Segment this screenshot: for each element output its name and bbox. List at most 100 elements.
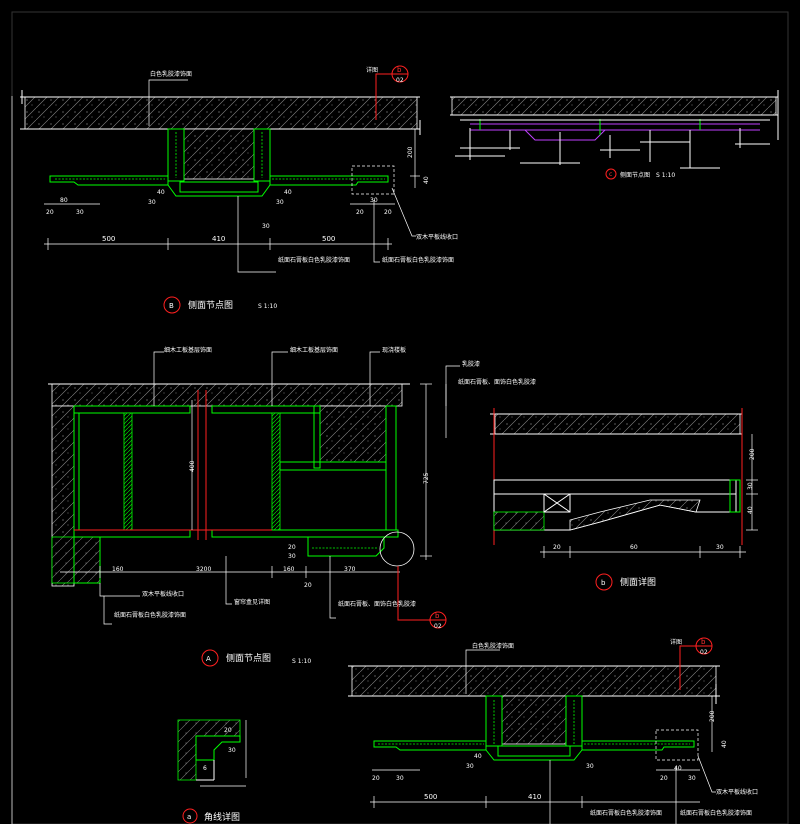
section-c-dim-s3: 30 xyxy=(466,763,474,770)
section-b-dim-s2: 80 xyxy=(60,197,68,204)
section-a-ref-sheet: 02 xyxy=(434,623,442,630)
section-b-ref-label: 详图 xyxy=(366,66,378,74)
section-c-callout-top: 白色乳胶漆饰面 xyxy=(472,642,514,650)
section-b-dim-s1: 20 xyxy=(46,209,54,216)
section-a-dim-3: 160 xyxy=(283,566,295,573)
section-a-dim-2: 3200 xyxy=(196,566,211,573)
section-c-ref-label: 详图 xyxy=(670,638,682,646)
section-a-dim-1: 160 xyxy=(112,566,124,573)
section-b-title: 侧面节点图 xyxy=(188,299,233,311)
section-b-dim-s9: 20 xyxy=(356,209,364,216)
detail-b-dim-1: 20 xyxy=(553,544,561,551)
section-c-callout-bottom-2: 纸面石膏板白色乳胶漆饰面 xyxy=(680,809,752,817)
section-b-callout-bottom-2: 纸面石膏板白色乳胶漆饰面 xyxy=(382,256,454,264)
section-b-ref-letter: b xyxy=(397,66,402,74)
section-a-callout-1: 细木工板基层饰面 xyxy=(164,346,212,354)
section-a-ref-letter: b xyxy=(435,612,440,620)
section-b-dim-height: 200 xyxy=(407,146,414,158)
detail-a-marker-letter: a xyxy=(187,813,191,821)
section-a-callout-8: 窗帘盒见详图 xyxy=(234,598,270,606)
section-a-dim-right: 725 xyxy=(423,472,430,484)
section-c-dim-s8: 30 xyxy=(688,775,696,782)
section-a-dim-left: 400 xyxy=(189,460,196,472)
section-b-dim-s7: 40 xyxy=(284,189,292,196)
section-b xyxy=(20,65,421,273)
section-a-detail-circle xyxy=(379,531,415,567)
section-c-dim-s1: 20 xyxy=(372,775,380,782)
section-b-dim-2: 410 xyxy=(212,235,225,243)
section-a-marker-letter: A xyxy=(206,655,211,663)
section-b-dim-s11: 20 xyxy=(384,209,392,216)
section-a-callout-7: 纸面石膏板白色乳胶漆饰面 xyxy=(114,611,186,619)
section-a xyxy=(48,351,460,629)
detail-a-dim-2: 30 xyxy=(228,747,236,754)
section-a-callout-9: 纸面石膏板、面饰白色乳胶漆 xyxy=(338,600,416,608)
section-c-callout-right: 双木平板线收口 xyxy=(716,788,758,796)
section-a-scale: S 1:10 xyxy=(292,658,311,665)
section-c-dim-s4: 40 xyxy=(474,753,482,760)
section-b-dim-s4: 30 xyxy=(148,199,156,206)
section-c-dim-height-2: 40 xyxy=(721,740,728,748)
section-a-dim-s3: 20 xyxy=(304,582,312,589)
small-detail-marker: c xyxy=(609,171,612,178)
detail-b-dim-r3: 40 xyxy=(747,506,754,514)
detail-b-title: 侧面详图 xyxy=(620,576,656,588)
section-c-dim-2: 410 xyxy=(528,793,541,801)
small-detail xyxy=(450,90,779,180)
section-b-dim-3: 500 xyxy=(322,235,335,243)
small-detail-title: 侧面节点图 xyxy=(620,171,650,179)
detail-a-title: 角线详图 xyxy=(204,811,240,823)
detail-b-title-marker xyxy=(595,573,613,591)
section-b-callout-right: 双木平板线收口 xyxy=(416,233,458,241)
detail-a-title-marker xyxy=(182,808,198,824)
section-a-callout-4: 乳胶漆 xyxy=(462,360,480,368)
section-c xyxy=(348,637,720,824)
section-c-dim-s5: 30 xyxy=(586,763,594,770)
section-b-detail-box xyxy=(351,165,395,195)
section-c-dim-s6: 20 xyxy=(660,775,668,782)
section-b-dim-s5: 40 xyxy=(157,189,165,196)
section-b-dim-s10: 30 xyxy=(370,197,378,204)
small-detail-scale: S 1:10 xyxy=(656,172,675,179)
section-a-callout-3: 现浇楼板 xyxy=(382,346,406,354)
section-b-marker-letter: B xyxy=(169,302,174,310)
section-b-ceiling-right xyxy=(269,175,389,186)
section-b-title-marker xyxy=(163,296,181,314)
detail-b-marker-letter: b xyxy=(601,579,606,587)
section-c-dim-s2: 30 xyxy=(396,775,404,782)
section-a-callout-6: 双木平板线收口 xyxy=(142,590,184,598)
section-c-dim-s7: 40 xyxy=(674,765,682,772)
detail-b-dim-3: 30 xyxy=(716,544,724,551)
detail-b-dim-r1: 200 xyxy=(749,448,756,460)
section-b-callout-bottom-1: 纸面石膏板白色乳胶漆饰面 xyxy=(278,256,350,264)
section-b-dim-s8: 30 xyxy=(262,223,270,230)
detail-b-dim-2: 60 xyxy=(630,544,638,551)
section-b-ceiling-left xyxy=(49,175,169,186)
section-b-drop xyxy=(183,128,255,180)
section-c-ref-letter: b xyxy=(701,638,706,646)
section-a-callout-5: 纸面石膏板、面饰白色乳胶漆 xyxy=(458,378,536,386)
section-b-ref-sheet: 02 xyxy=(396,77,404,84)
section-b-callout-top: 白色乳胶漆饰面 xyxy=(150,70,192,78)
section-a-title-marker xyxy=(201,649,219,667)
detail-a-dim-3: 6 xyxy=(203,765,207,772)
detail-a xyxy=(177,719,247,787)
section-c-callout-bottom-1: 纸面石膏板白色乳胶漆饰面 xyxy=(590,809,662,817)
detail-b-dim-r2: 30 xyxy=(747,482,754,490)
section-c-dim-height: 200 xyxy=(709,710,716,722)
section-a-title: 侧面节点图 xyxy=(226,652,271,664)
section-c-ref-sheet: 02 xyxy=(700,649,708,656)
section-b-slab xyxy=(24,96,418,130)
section-a-callout-2: 细木工板基层饰面 xyxy=(290,346,338,354)
section-a-dim-s2: 30 xyxy=(288,553,296,560)
detail-b xyxy=(490,408,758,558)
section-b-dim-s6: 30 xyxy=(276,199,284,206)
section-b-scale: S 1:10 xyxy=(258,303,277,310)
section-b-dim-s3: 30 xyxy=(76,209,84,216)
detail-a-dim-1: 20 xyxy=(224,727,232,734)
section-b-dim-1: 500 xyxy=(102,235,115,243)
section-c-dim-1: 500 xyxy=(424,793,437,801)
section-a-dim-4: 370 xyxy=(344,566,356,573)
section-b-dim-height-2: 40 xyxy=(423,176,430,184)
